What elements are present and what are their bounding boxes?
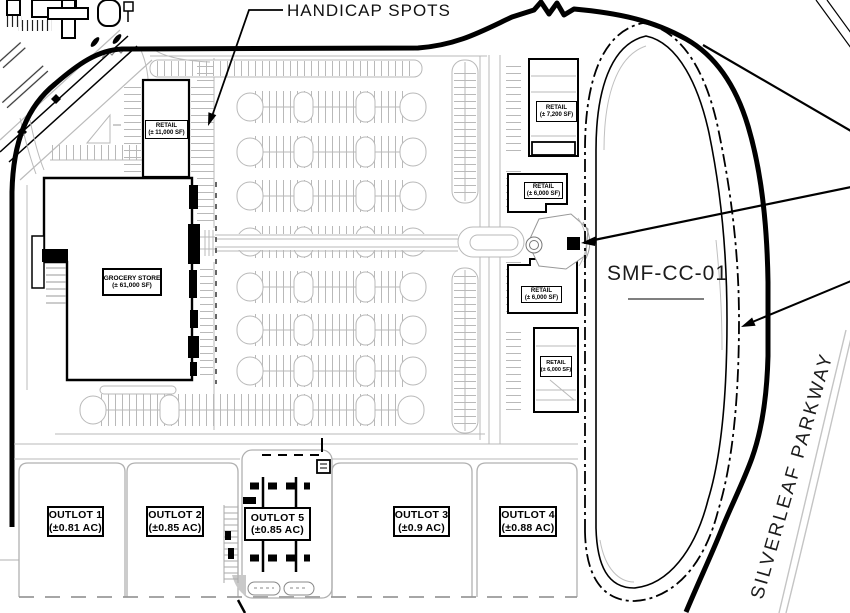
boundary-arrowhead	[741, 317, 756, 327]
site-boundary	[9, 0, 771, 613]
offsite-roads-northwest	[0, 0, 211, 181]
handicap-spots-label: HANDICAP SPOTS	[287, 1, 451, 20]
outlot-2-label: OUTLOT 2 (±0.85 AC)	[146, 506, 204, 537]
leader-arrows	[208, 0, 850, 327]
offsheet-leader-line	[702, 44, 850, 132]
outlot-1-label: OUTLOT 1 (±0.81 AC)	[47, 506, 104, 537]
outlot-5-development	[223, 438, 333, 599]
plaza-monument-marker	[567, 237, 580, 250]
handicap-arrowhead	[208, 112, 217, 126]
outlot-3-label: OUTLOT 3 (±0.9 AC)	[393, 506, 450, 537]
plaza-leader-line	[593, 186, 850, 242]
boundary-leader-line	[749, 280, 850, 324]
outlots-area	[0, 433, 578, 613]
plaza-arrowhead	[581, 236, 597, 246]
parcel-id-label: SMF-CC-01	[607, 262, 729, 285]
parkway-road	[778, 329, 850, 613]
handicap-leader-line	[209, 9, 283, 123]
parcel-oval	[584, 22, 740, 602]
outlot-4-label: OUTLOT 4 (±0.88 AC)	[499, 506, 557, 537]
outlot-5-label: OUTLOT 5 (±0.85 AC)	[244, 507, 311, 541]
retail-6000-mid-label: RETAIL (± 6,000 SF)	[521, 286, 562, 303]
retail-7200-label: RETAIL (± 7,200 SF)	[536, 101, 577, 122]
parking-field	[79, 55, 525, 444]
retail-11000-label: RETAIL (± 11,000 SF)	[145, 120, 188, 139]
grocery-store-label: GROCERY STORE (± 61,000 SF)	[102, 268, 162, 296]
retail-6000-south-label: RETAIL (± 6,000 SF)	[540, 356, 572, 377]
plaza-feature	[525, 213, 591, 270]
retail-6000-north-label: RETAIL (± 6,000 SF)	[524, 182, 563, 199]
